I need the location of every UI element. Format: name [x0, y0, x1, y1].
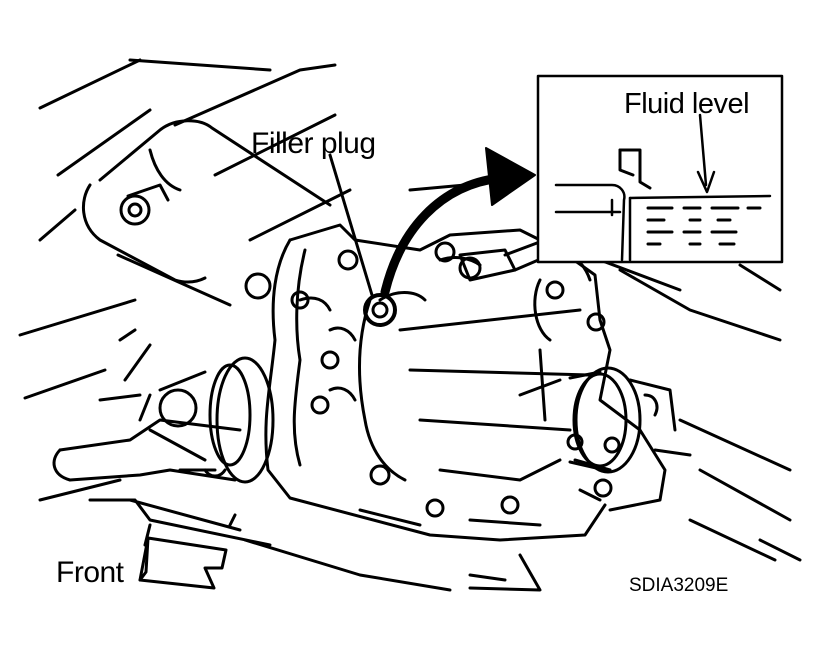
breather-fitting: [458, 238, 552, 282]
pointer-arrow: [380, 147, 536, 297]
filler-plug: [328, 153, 397, 327]
transfer-case-housing: [264, 223, 692, 592]
housing-bolts: [290, 241, 621, 518]
filler-plug-label: Filler plug: [251, 127, 376, 160]
exhaust-pipe: [81, 63, 352, 307]
chassis-background: [18, 58, 802, 592]
fluid-level-label: Fluid level: [624, 88, 750, 120]
front-label: Front: [56, 556, 124, 589]
fluid-level-inset: [536, 74, 784, 264]
figure-code: SDIA3209E: [629, 575, 729, 596]
crossmember: [88, 498, 272, 547]
output-cover: [568, 366, 642, 474]
front-arrow-icon: [138, 536, 228, 590]
front-shaft-flange: [52, 328, 275, 484]
